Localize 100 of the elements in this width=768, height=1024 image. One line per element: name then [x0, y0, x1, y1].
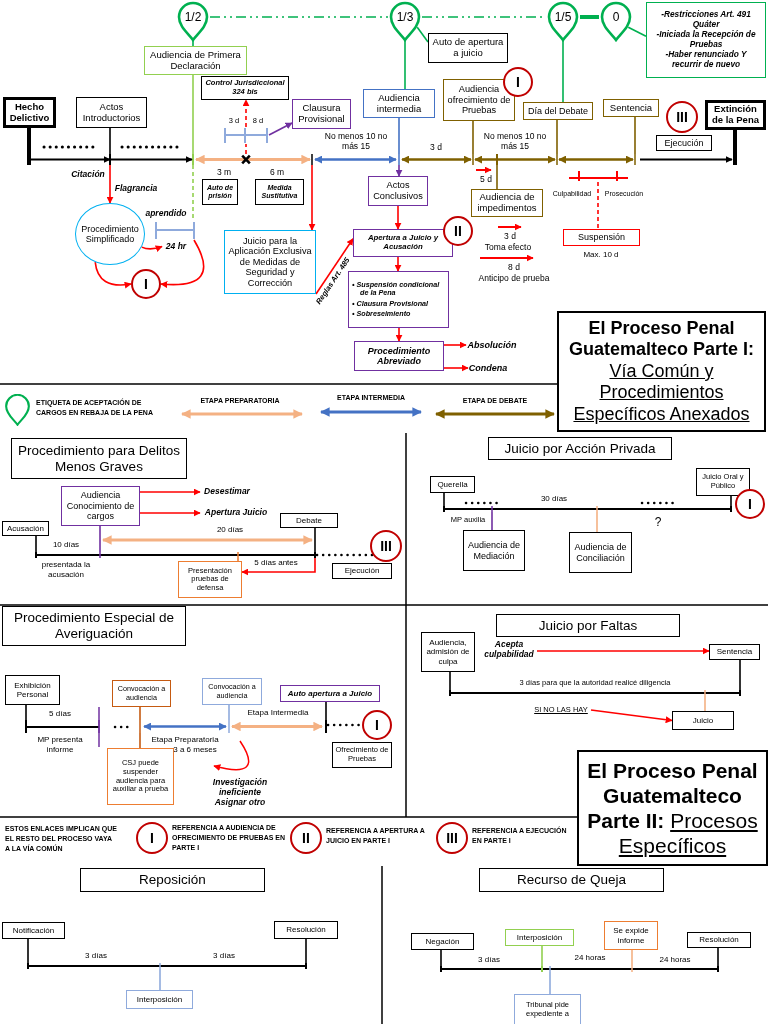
location-pin: 1/5 — [546, 1, 580, 41]
connector-line — [404, 40, 406, 90]
connector-line — [305, 938, 307, 964]
connector-line — [730, 495, 732, 507]
process-box: Audiencia Conocimiento de cargos — [61, 486, 140, 526]
event-label: MP presenta informe — [36, 735, 84, 755]
process-box: Sentencia — [709, 644, 760, 660]
arrow — [106, 164, 114, 204]
event-label: Flagrancia — [114, 183, 158, 194]
event-label: Anticipo de prueba — [478, 273, 550, 284]
duration-label: 5 d — [480, 174, 492, 185]
event-box: Extinción de la Pena — [705, 100, 766, 130]
section-title-box: Recurso de Queja — [479, 868, 664, 892]
duration-label: 8 d — [508, 262, 520, 273]
question-label: ? — [654, 515, 662, 530]
process-box: Acusación — [2, 521, 49, 536]
process-box: Interposición — [126, 990, 193, 1009]
process-box: Juicio para la Aplicación Exclusiva de Medidas de Seguridad y Corrección — [224, 230, 316, 294]
note-text: -Iniciada la Recepción de Pruebas — [655, 30, 757, 50]
duration-label: 20 días — [216, 525, 244, 535]
note-text: -Restricciones Art. 491 Quáter — [660, 10, 752, 30]
reference-circle: I — [362, 710, 392, 740]
process-box: Ejecución — [332, 563, 392, 579]
event-label: aprendido — [145, 208, 187, 219]
connector-line — [739, 659, 741, 691]
process-box: Ejecución — [656, 135, 712, 151]
timeline-bar — [34, 552, 317, 558]
connector-line — [139, 732, 141, 749]
note-text: Investigación ineficiente Asignar otro — [211, 777, 269, 808]
connector-line — [398, 117, 400, 155]
duration-label: 6 m — [269, 167, 285, 178]
connector-line — [209, 16, 389, 18]
process-box: Debate — [280, 513, 338, 528]
process-box: Audiencia de Conciliación — [569, 532, 632, 573]
connector-line — [440, 949, 442, 967]
connector-line — [704, 695, 706, 712]
connector-line — [631, 949, 633, 967]
connector-line — [25, 704, 27, 721]
section-title-box: Procedimiento para Delitos Menos Graves — [11, 438, 187, 479]
connector-line — [562, 40, 564, 103]
connector-line — [237, 557, 239, 562]
process-box: Día del Debate — [523, 102, 593, 120]
arrow — [94, 261, 132, 289]
location-pin: 0 — [599, 1, 633, 41]
duration-label: 3 a 6 meses — [173, 745, 217, 755]
reference-circle: I — [136, 822, 168, 854]
time-bracket — [568, 171, 629, 182]
arrow — [308, 164, 316, 231]
connector-line — [733, 130, 737, 154]
arrow — [395, 164, 403, 177]
process-box: Negación — [411, 933, 474, 950]
duration-label: 30 días — [540, 494, 568, 504]
reference-circle: II — [443, 216, 473, 246]
arrow — [139, 509, 201, 517]
reference-circle: I — [503, 67, 533, 97]
reference-circle: III — [370, 530, 402, 562]
process-box: Suspensión — [563, 229, 640, 246]
process-box: Exhibición Personal — [5, 675, 60, 705]
condition-text: Acepta culpabilidad — [481, 638, 537, 662]
duration-label: Max. 10 d — [583, 250, 619, 260]
arrow — [536, 647, 710, 655]
connector-line — [541, 945, 543, 967]
connector-line — [325, 701, 327, 721]
location-pin: 1/2 — [176, 1, 210, 41]
location-pin: 1/3 — [388, 1, 422, 41]
process-box: Audiencia de Mediación — [463, 530, 525, 571]
connector-line — [35, 535, 37, 553]
duration-label: 10 días — [52, 540, 80, 550]
connector-line — [228, 704, 230, 721]
duration-label: 3 m — [216, 167, 232, 178]
note-box — [646, 2, 766, 78]
arrow — [395, 327, 403, 342]
timeline-bar — [448, 690, 742, 696]
edge-label: 5 días antes — [254, 559, 298, 567]
connector-line — [717, 947, 719, 967]
stage-label: Etapa Intermedia — [247, 708, 309, 718]
duration-label: 3 días — [213, 951, 235, 961]
process-box: Actos Introductorios — [76, 97, 147, 128]
duration-label: 3 días — [85, 951, 107, 961]
process-box: Clausura Provisional — [292, 99, 351, 129]
outcome-text: Absolución — [466, 338, 518, 352]
duration-label: 24 horas — [574, 953, 606, 963]
connector-line — [109, 127, 111, 155]
process-box: Audiencia de impedimentos — [471, 189, 543, 217]
process-box: Querella — [430, 476, 475, 493]
process-box: Juicio — [672, 711, 734, 730]
connector-line — [491, 511, 493, 531]
arrow — [242, 99, 250, 128]
arrow — [268, 122, 293, 136]
reference-circle: III — [666, 101, 698, 133]
arrow — [590, 709, 673, 724]
connector-line — [245, 143, 247, 155]
arrow — [315, 238, 354, 295]
event-label: Citación — [71, 169, 105, 180]
arrow — [140, 245, 163, 252]
connector-line — [634, 116, 636, 155]
duration-label: 3 d — [430, 142, 442, 153]
duration-label: 3 días — [478, 955, 500, 965]
duration-label: 5 días — [49, 709, 71, 719]
arrow — [443, 364, 469, 372]
